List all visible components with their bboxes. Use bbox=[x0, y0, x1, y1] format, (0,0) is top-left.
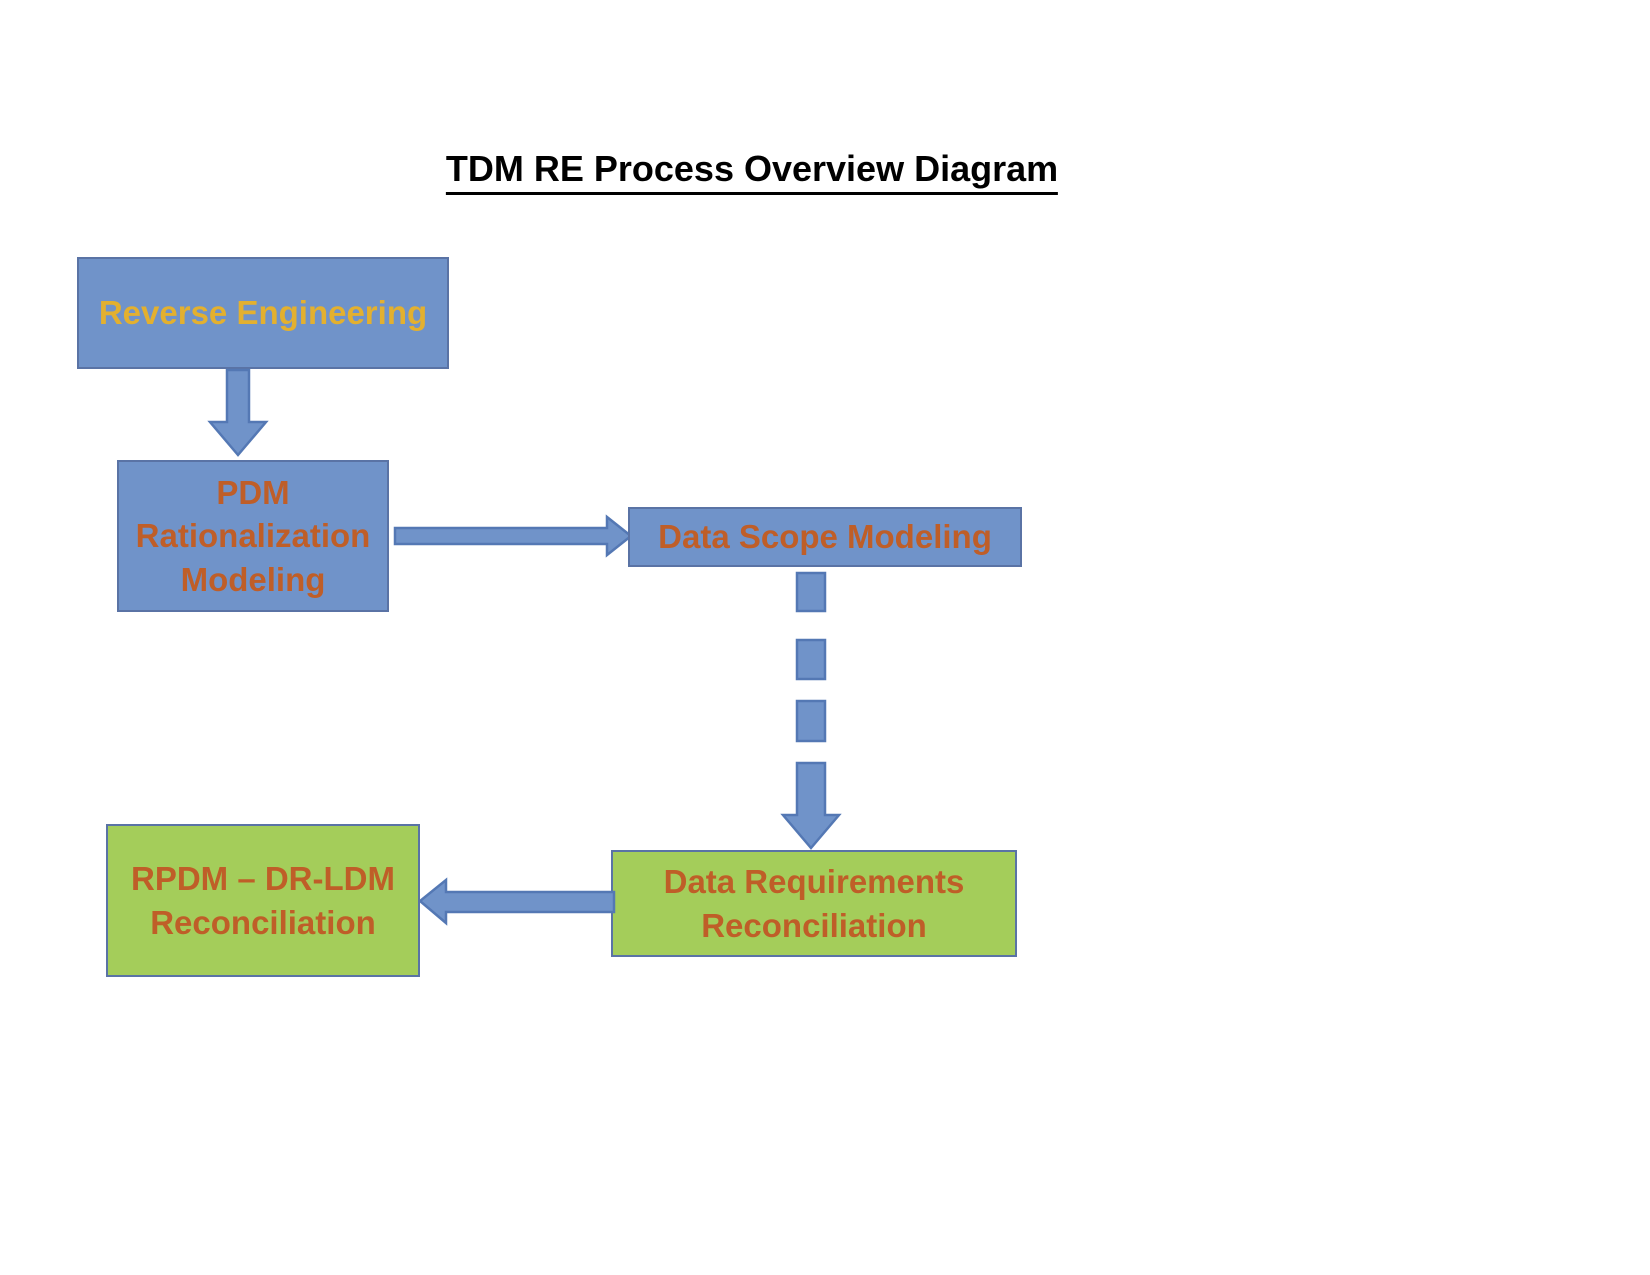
node-data-scope-modeling-label: Data Scope Modeling bbox=[658, 518, 992, 556]
arrow-left-data-requirements-to-rpdm-icon bbox=[418, 877, 616, 926]
node-rpdm-dr-ldm-reconciliation: RPDM – DR-LDM Reconciliation bbox=[106, 824, 420, 977]
node-pdm-rationalization-modeling: PDM Rationalization Modeling bbox=[117, 460, 389, 612]
node-rpdm-dr-ldm-reconciliation-label: RPDM – DR-LDM Reconciliation bbox=[131, 859, 395, 941]
node-reverse-engineering-label: Reverse Engineering bbox=[98, 294, 428, 332]
arrow-dashed-down-data-scope-to-data-requirements-icon bbox=[780, 571, 842, 850]
arrow-right-pdm-to-data-scope-icon bbox=[393, 514, 634, 558]
node-data-requirements-reconciliation-label: Data Requirements Reconciliation bbox=[663, 862, 965, 944]
node-data-requirements-reconciliation: Data Requirements Reconciliation bbox=[611, 850, 1017, 957]
node-data-scope-modeling: Data Scope Modeling bbox=[628, 507, 1022, 567]
node-pdm-rationalization-modeling-label: PDM Rationalization Modeling bbox=[135, 473, 371, 598]
arrow-down-reverse-to-pdm-icon bbox=[207, 368, 269, 457]
node-reverse-engineering: Reverse Engineering bbox=[77, 257, 449, 369]
diagram-title: TDM RE Process Overview Diagram bbox=[445, 148, 1059, 195]
